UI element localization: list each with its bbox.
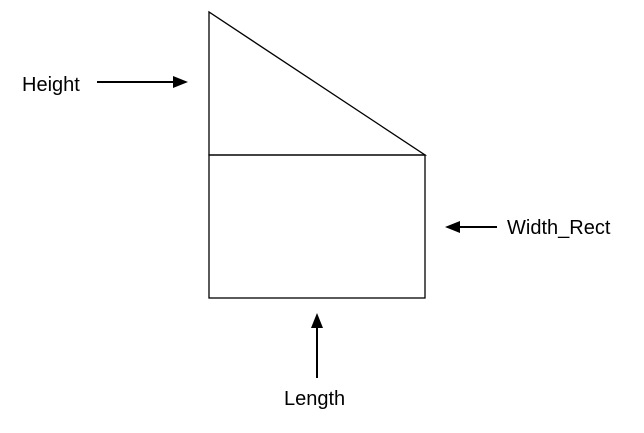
height-arrow-icon [97, 76, 188, 88]
width-rect-label: Width_Rect [507, 217, 611, 239]
height-label: Height [22, 74, 80, 96]
width-rect-arrow-icon [445, 221, 497, 233]
length-arrow-icon [311, 313, 323, 378]
length-label: Length [284, 388, 345, 410]
rectangle-shape [208, 154, 426, 299]
triangle-shape [208, 10, 428, 156]
